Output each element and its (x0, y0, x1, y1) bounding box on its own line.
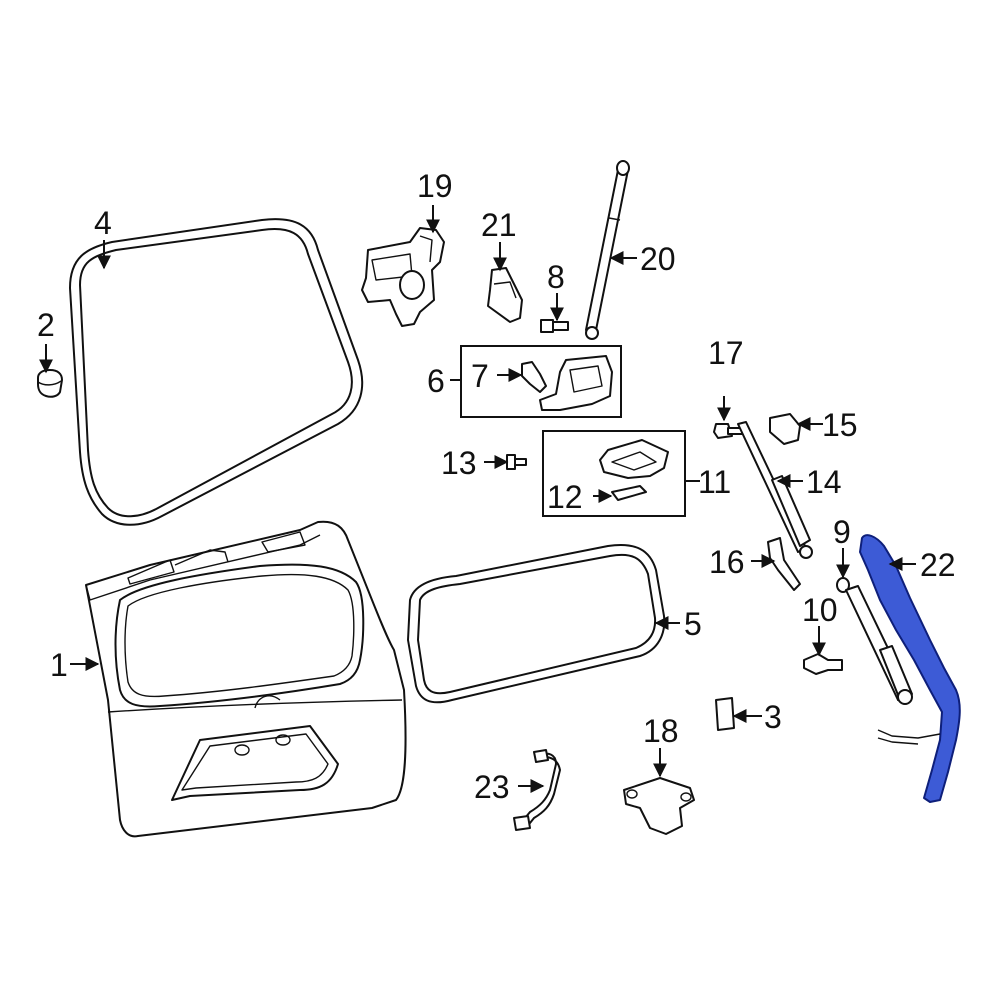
callout-5: 5 (684, 606, 702, 642)
callout-16: 16 (709, 544, 745, 580)
callout-9: 9 (833, 514, 851, 550)
part-17-nut (713, 423, 743, 439)
part-21-bracket (487, 267, 523, 323)
part-18-latch (623, 777, 695, 835)
callout-15: 15 (822, 407, 858, 443)
part-13-bolt (506, 454, 527, 470)
callout-6: 6 (427, 363, 445, 399)
callout-13: 13 (441, 445, 477, 481)
callout-1: 1 (50, 647, 68, 683)
part-23-cable (513, 749, 561, 831)
callout-11: 11 (698, 464, 731, 500)
part-19-motor (361, 227, 445, 327)
part-9-strut (836, 577, 913, 705)
callout-17: 17 (708, 335, 744, 371)
callout-2: 2 (37, 307, 55, 343)
callout-14: 14 (806, 464, 842, 500)
part-8-bolt (540, 319, 569, 333)
callout-10: 10 (802, 592, 838, 628)
callout-4: 4 (94, 205, 112, 241)
callout-7: 7 (471, 358, 489, 394)
callout-19: 19 (417, 168, 453, 204)
part-2-bumper (37, 369, 63, 398)
part-6-hinge-box (460, 345, 622, 418)
callout-8: 8 (547, 259, 565, 295)
part-10-ball-stud (803, 653, 843, 675)
part-22-molding (859, 534, 961, 803)
part-3-pad (715, 697, 735, 731)
part-5-glass-seal (407, 544, 666, 704)
callout-labels: 1 2 3 4 5 6 7 8 9 10 11 12 13 14 15 16 1… (37, 168, 956, 805)
leader-lines (39, 205, 916, 793)
callout-23: 23 (474, 769, 510, 805)
callout-22: 22 (920, 547, 956, 583)
callout-3: 3 (764, 699, 782, 735)
callout-12: 12 (547, 479, 583, 515)
part-4-glass-seal (69, 218, 364, 526)
callout-21: 21 (481, 207, 517, 243)
part-1-lift-gate (85, 520, 407, 838)
callout-20: 20 (640, 241, 676, 277)
part-15-clip (769, 413, 801, 445)
part-11-hinge-box (542, 430, 686, 517)
part-14-strut (737, 421, 813, 559)
callout-18: 18 (643, 713, 679, 749)
part-20-strut (585, 160, 630, 340)
